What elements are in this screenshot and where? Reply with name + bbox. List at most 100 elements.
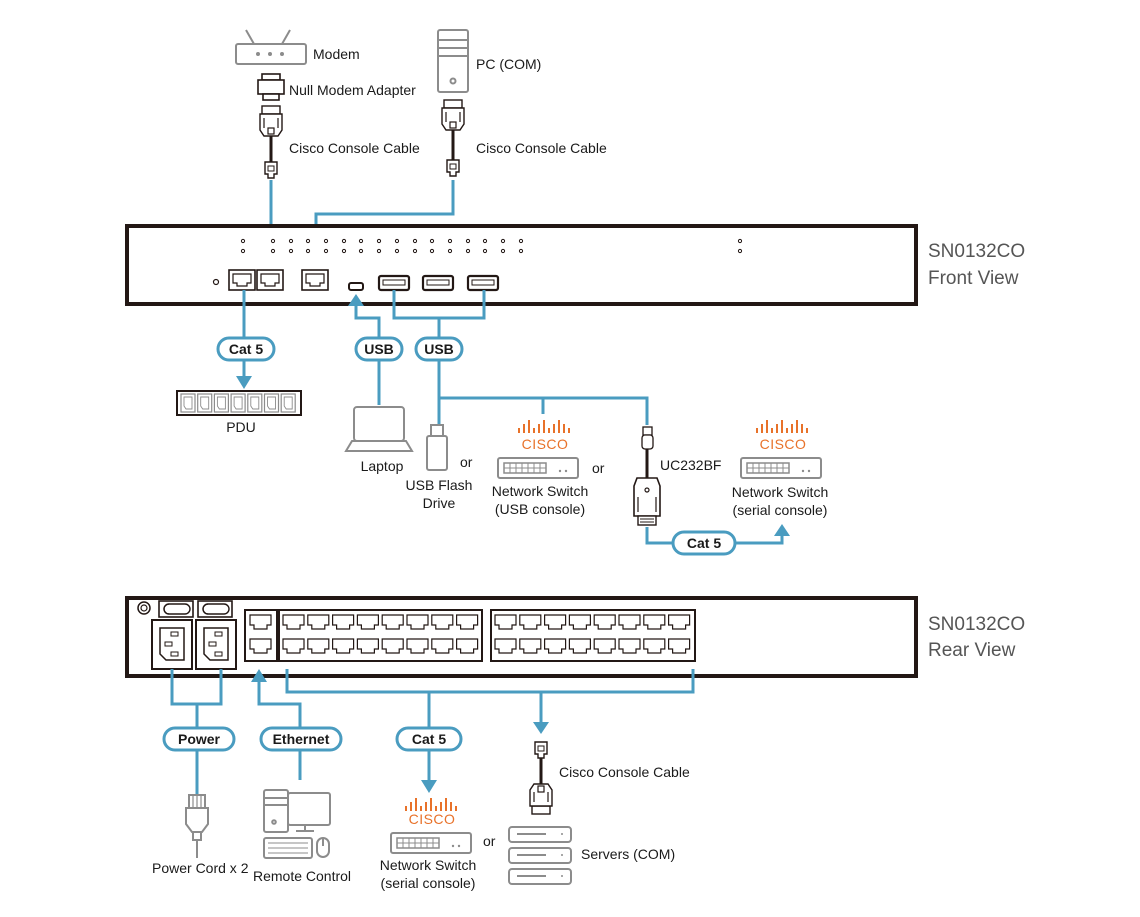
pill-ethernet: Ethernet (259, 726, 343, 752)
console-port-1[interactable] (228, 269, 256, 291)
null-modem-label: Null Modem Adapter (289, 82, 416, 98)
pill-power: Power (162, 726, 236, 752)
switch-serial-rear-label-line1: Network Switch (380, 857, 476, 873)
power-cord-icon (185, 794, 209, 858)
modem-icon (235, 29, 307, 65)
lan-port-block (244, 609, 278, 662)
laptop-label: Laptop (361, 458, 404, 474)
or-label-1: or (460, 454, 473, 470)
led-dot (341, 238, 347, 244)
pill-cat5-rear-label: Cat 5 (412, 731, 446, 747)
reset-pinhole[interactable] (212, 278, 220, 286)
led-dot (305, 238, 311, 244)
led-dot (240, 248, 246, 254)
led-indicators (240, 238, 743, 254)
network-switch-serial-rear-icon (390, 832, 472, 854)
led-dot (518, 248, 524, 254)
power-switch-1[interactable] (158, 600, 194, 618)
usb-flash-label-line1: USB Flash (406, 477, 473, 493)
cisco-logo-icon (518, 420, 570, 433)
rear-panel (125, 596, 918, 678)
led-dot (412, 238, 418, 244)
power-switch-2[interactable] (197, 600, 233, 618)
power-inlet-2[interactable] (195, 619, 237, 670)
network-switch-serial-icon (740, 457, 822, 479)
usb-port-3[interactable] (466, 274, 500, 292)
servers-label: Servers (COM) (581, 846, 675, 862)
rear-model-title: SN0132CO (928, 614, 1025, 635)
power-cord-label: Power Cord x 2 (152, 860, 249, 876)
switch-usb-label-line2: (USB console) (495, 501, 585, 517)
remote-control-label: Remote Control (253, 868, 351, 884)
led-dot (482, 238, 488, 244)
mini-usb-port[interactable] (348, 282, 364, 291)
or-label-rear: or (483, 833, 496, 849)
cisco-logo-icon (405, 798, 457, 811)
led-dot (737, 248, 743, 254)
console-cable-right-icon (441, 99, 465, 177)
cisco-logo-icon (756, 420, 808, 433)
pc-label: PC (COM) (476, 56, 541, 72)
led-dot (518, 238, 524, 244)
console-cable-left-label: Cisco Console Cable (289, 140, 420, 156)
pill-ethernet-label: Ethernet (273, 731, 330, 747)
console-cable-rear-label: Cisco Console Cable (559, 764, 690, 780)
cisco-brand-2: CISCO (760, 436, 807, 452)
pill-usb-ports: USB (414, 336, 464, 362)
null-modem-adapter-icon (257, 73, 285, 101)
led-dot (429, 248, 435, 254)
or-label-2: or (592, 460, 605, 476)
uc232bf-label: UC232BF (660, 457, 721, 473)
switch-serial-rear-label-line2: (serial console) (381, 875, 476, 891)
led-dot (305, 248, 311, 254)
pill-cat5-uc: Cat 5 (671, 530, 737, 556)
usb-port-1[interactable] (377, 274, 411, 292)
network-switch-usb-icon (497, 457, 579, 479)
pill-cat5-pdu-label: Cat 5 (229, 341, 263, 357)
pill-usb-laptop: USB (354, 336, 404, 362)
serial-port-block-2 (490, 609, 696, 662)
usb-port-2[interactable] (421, 274, 455, 292)
usb-flash-label-line2: Drive (423, 495, 456, 511)
pill-usb-laptop-label: USB (364, 341, 394, 357)
led-dot (465, 238, 471, 244)
led-dot (270, 248, 276, 254)
led-dot (358, 248, 364, 254)
led-dot (447, 238, 453, 244)
pill-cat5-uc-label: Cat 5 (687, 535, 721, 551)
power-inlet-1[interactable] (151, 619, 193, 670)
ground-screw-icon (137, 601, 151, 615)
console-port-2[interactable] (256, 269, 284, 291)
pill-cat5-rear: Cat 5 (395, 726, 463, 752)
laptop-icon (344, 406, 414, 452)
front-model-title: SN0132CO (928, 241, 1025, 262)
front-panel (125, 224, 918, 306)
pill-cat5-pdu: Cat 5 (216, 336, 276, 362)
led-dot (288, 238, 294, 244)
led-dot (737, 238, 743, 244)
led-dot (270, 238, 276, 244)
cable-serial-ports (285, 669, 695, 793)
led-dot (358, 238, 364, 244)
switch-serial-label-line2: (serial console) (733, 502, 828, 518)
console-port-3[interactable] (301, 269, 329, 291)
pill-power-label: Power (178, 731, 221, 747)
led-dot (240, 238, 246, 244)
switch-serial-label-line1: Network Switch (732, 484, 828, 500)
pill-usb-ports-label: USB (424, 341, 454, 357)
pdu-label: PDU (226, 419, 256, 435)
led-dot (376, 248, 382, 254)
console-cable-rear-icon (529, 741, 553, 815)
uc232bf-adapter-icon (633, 426, 661, 526)
console-cable-left-icon (259, 105, 283, 179)
pc-tower-icon (437, 29, 469, 93)
led-dot (288, 248, 294, 254)
cisco-brand-1: CISCO (522, 436, 569, 452)
led-dot (500, 238, 506, 244)
led-dot (500, 248, 506, 254)
led-dot (482, 248, 488, 254)
cable-ethernet (251, 669, 302, 780)
switch-usb-label-line1: Network Switch (492, 483, 588, 499)
led-dot (465, 248, 471, 254)
